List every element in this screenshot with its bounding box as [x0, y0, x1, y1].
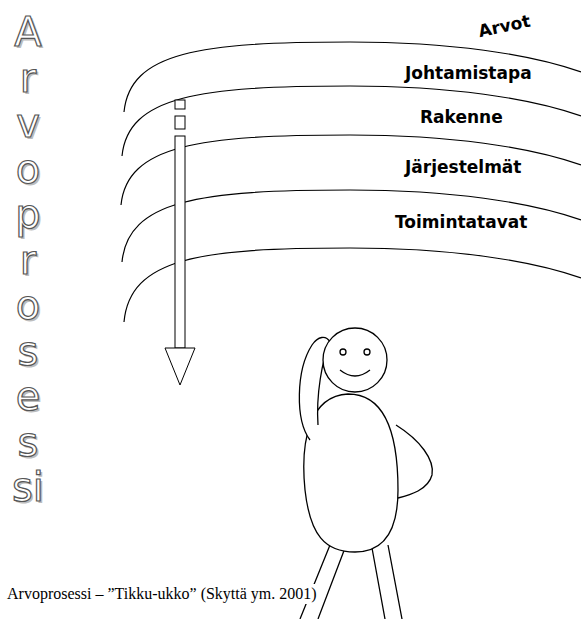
- band-label: Toimintatavat: [395, 212, 527, 232]
- band-arcs: [121, 42, 581, 322]
- down-arrow: [165, 100, 195, 385]
- band-title: Arvot: [476, 11, 531, 41]
- caption: Arvoprosessi – ”Tikku-ukko” (Skyttä ym. …: [4, 584, 320, 604]
- stick-figure: [299, 328, 432, 619]
- band-label: Rakenne: [420, 107, 503, 127]
- band-label: Johtamistapa: [405, 63, 532, 83]
- vertical-title: Arvoprosessi: [8, 10, 48, 511]
- band-label: Järjestelmät: [405, 157, 521, 177]
